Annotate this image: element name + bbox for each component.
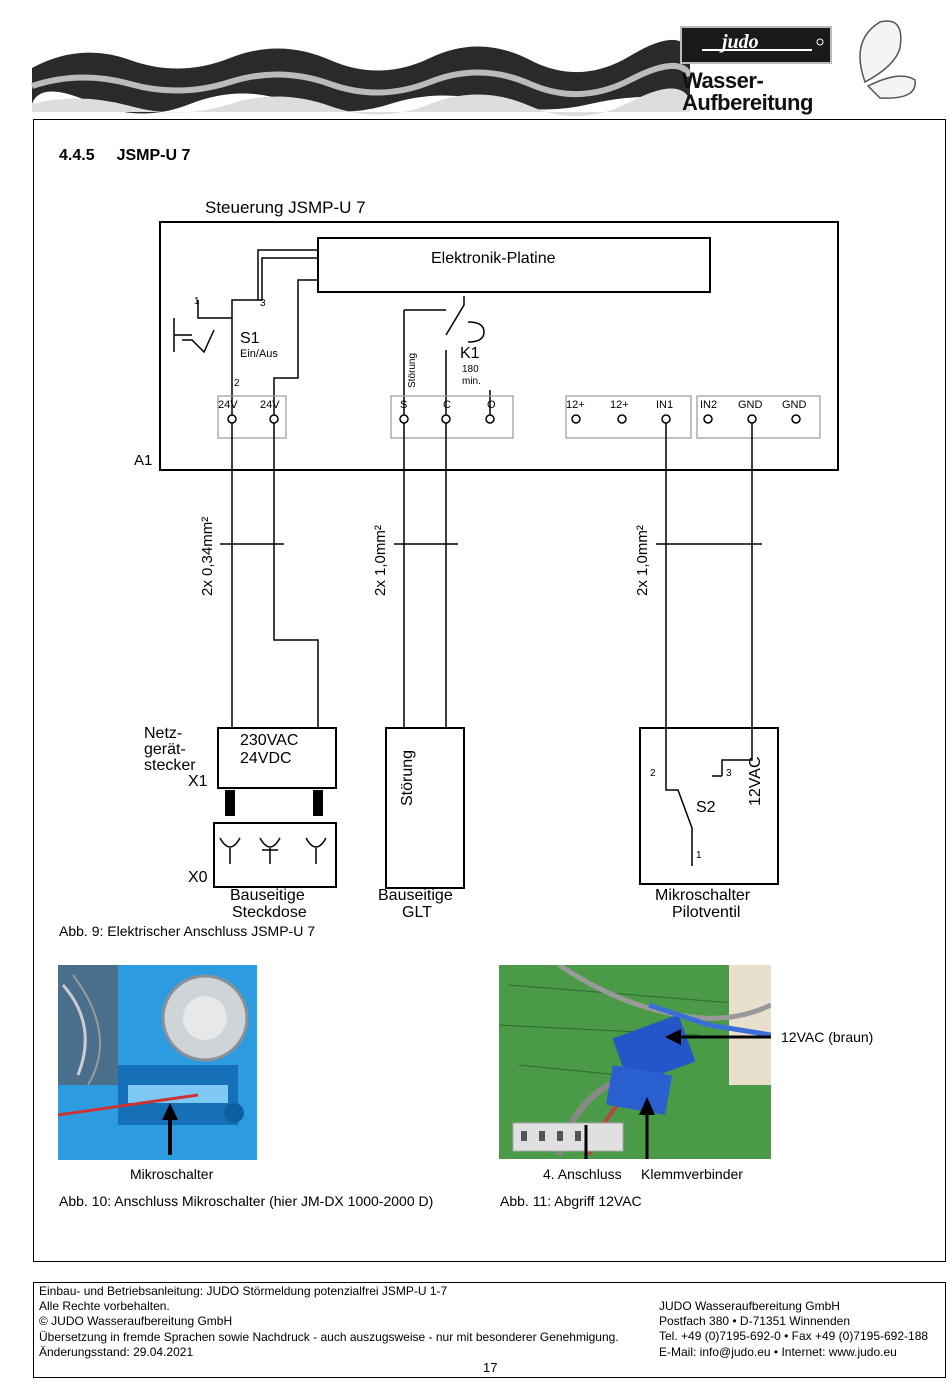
terminal-24v-2: 24V — [260, 399, 280, 411]
figure-10-caption: Abb. 10: Anschluss Mikroschalter (hier J… — [59, 1193, 434, 1209]
photo-terminal-block — [499, 965, 771, 1159]
microswitch-label-2: Pilotventil — [672, 904, 740, 921]
footer-address: Postfach 380 • D-71351 Winnenden — [659, 1314, 850, 1329]
k1-label: K1 — [460, 345, 480, 362]
section-number: 4.4.5 — [59, 147, 95, 164]
label-klemmverbinder: Klemmverbinder — [641, 1166, 743, 1182]
psu-voltage-1: 230VAC — [240, 732, 298, 749]
footer-right: JUDO Wasseraufbereitung GmbH Postfach 38… — [659, 1299, 928, 1360]
psu-label-1: Netz- — [144, 725, 182, 742]
footer-translation-note: Übersetzung in fremde Sprachen sowie Nac… — [39, 1329, 619, 1344]
s1-label: S1 — [240, 330, 260, 347]
s2-pin-2: 2 — [650, 768, 656, 779]
judo-logo-mark: judo — [680, 26, 832, 64]
label-a1: A1 — [134, 452, 152, 469]
board-label: Elektronik-Platine — [431, 250, 556, 267]
section-heading: 4.4.5 JSMP-U 7 — [59, 147, 212, 165]
content-frame — [33, 119, 946, 1262]
footer-frame — [33, 1282, 946, 1378]
wave-decoration — [31, 20, 916, 117]
glt-label-1: Bauseitige — [378, 887, 453, 904]
socket-label-2: Steckdose — [232, 904, 307, 921]
photo-microswitch — [58, 965, 257, 1160]
switch-s1 — [173, 249, 318, 415]
terminal-in1: IN1 — [656, 399, 673, 411]
label-4-anschluss: 4. Anschluss — [543, 1166, 622, 1182]
terminal-12plus-1: 12+ — [566, 399, 585, 411]
terminal-gnd-1: GND — [738, 399, 763, 411]
footer-copyright: © JUDO Wasseraufbereitung GmbH — [39, 1314, 233, 1329]
page-number: 17 — [483, 1360, 498, 1375]
terminal-in2: IN2 — [700, 399, 717, 411]
s1-pin-1: 1 — [194, 296, 200, 307]
switch-s2 — [665, 728, 753, 866]
judo-logo: judo Wasser- Aufbereitung — [680, 26, 832, 114]
terminal-block-24v — [217, 395, 287, 439]
footer-rights: Alle Rechte vorbehalten. — [39, 1299, 170, 1314]
k1-unit: min. — [462, 376, 481, 387]
wiring-diagram: Steuerung JSMP-U 7 A1 Elektronik-Platine… — [134, 198, 839, 921]
k1-time: 180 — [462, 364, 479, 375]
terminal-block-gnd — [696, 395, 821, 439]
glt-label-2: GLT — [402, 904, 432, 921]
psu-label-3: stecker — [144, 757, 196, 774]
s1-pin-3: 3 — [260, 298, 266, 309]
psu-voltage-2: 24VDC — [240, 750, 292, 767]
glt-box-label: Störung — [399, 750, 416, 806]
terminal-screws — [227, 414, 801, 424]
logo-line-1: Wasser- — [682, 68, 764, 93]
relay-k1 — [403, 296, 491, 415]
psu-label-4: X1 — [188, 773, 208, 790]
terminal-gnd-2: GND — [782, 399, 807, 411]
footer-phone: Tel. +49 (0)7195-692-0 • Fax +49 (0)7195… — [659, 1329, 929, 1344]
cable-label-3: 2x 1,0mm² — [634, 525, 651, 596]
microswitch-box — [639, 727, 779, 885]
butterfly-icon — [859, 20, 916, 99]
plug-pin-1 — [225, 790, 235, 816]
label-12vac-braun: 12VAC (braun) — [781, 1029, 874, 1045]
cable-label-1: 2x 0,34mm² — [199, 517, 216, 596]
s2-label: S2 — [696, 799, 716, 816]
socket-box — [213, 822, 337, 888]
stoerung-small-label: Störung — [407, 353, 418, 388]
psu-box — [217, 727, 337, 789]
label-mikroschalter: Mikroschalter — [130, 1166, 214, 1182]
diagram-title: Steuerung JSMP-U 7 — [205, 198, 366, 217]
terminal-block-sco — [390, 395, 514, 439]
figure-11-caption: Abb. 11: Abgriff 12VAC — [500, 1193, 642, 1209]
footer-email: E-Mail: info@judo.eu • Internet: www.jud… — [659, 1344, 897, 1359]
logo-line-2: Aufbereitung — [682, 90, 813, 115]
s1-pin-2: 2 — [234, 378, 240, 389]
terminal-12plus-2: 12+ — [610, 399, 629, 411]
logo-brand-text: judo — [719, 31, 759, 53]
s2-pin-1: 1 — [696, 850, 702, 861]
glt-box — [385, 727, 465, 889]
electronic-board — [317, 237, 711, 293]
footer-left: Einbau- und Betriebsanleitung: JUDO Stör… — [39, 1284, 619, 1360]
label-x0: X0 — [188, 869, 208, 886]
footer-company: JUDO Wasseraufbereitung GmbH — [659, 1299, 840, 1313]
header-banner: judo Wasser- Aufbereitung — [0, 0, 950, 118]
footer-doc-title: Einbau- und Betriebsanleitung: JUDO Stör… — [39, 1284, 448, 1298]
s2-voltage: 12VAC — [747, 756, 764, 806]
cable-label-2: 2x 1,0mm² — [372, 525, 389, 596]
terminal-s: S — [400, 399, 407, 411]
figure-9-caption: Abb. 9: Elektrischer Anschluss JSMP-U 7 — [59, 923, 315, 939]
socket-label-1: Bauseitige — [230, 887, 305, 904]
controller-housing — [159, 221, 839, 471]
socket-symbols — [219, 837, 327, 864]
plug-pin-2 — [313, 790, 323, 816]
footer-revision: Änderungsstand: 29.04.2021 — [39, 1344, 194, 1359]
microswitch-label-1: Mikroschalter — [655, 887, 751, 904]
cables — [220, 423, 762, 728]
terminal-24v-1: 24V — [218, 399, 238, 411]
section-title: JSMP-U 7 — [116, 147, 191, 164]
terminal-block-12v — [565, 395, 692, 439]
terminal-o: O — [487, 399, 496, 411]
s1-sublabel: Ein/Aus — [240, 348, 278, 360]
s2-pin-3: 3 — [726, 768, 732, 779]
terminal-c: C — [443, 399, 451, 411]
psu-label-2: gerät- — [144, 741, 186, 758]
